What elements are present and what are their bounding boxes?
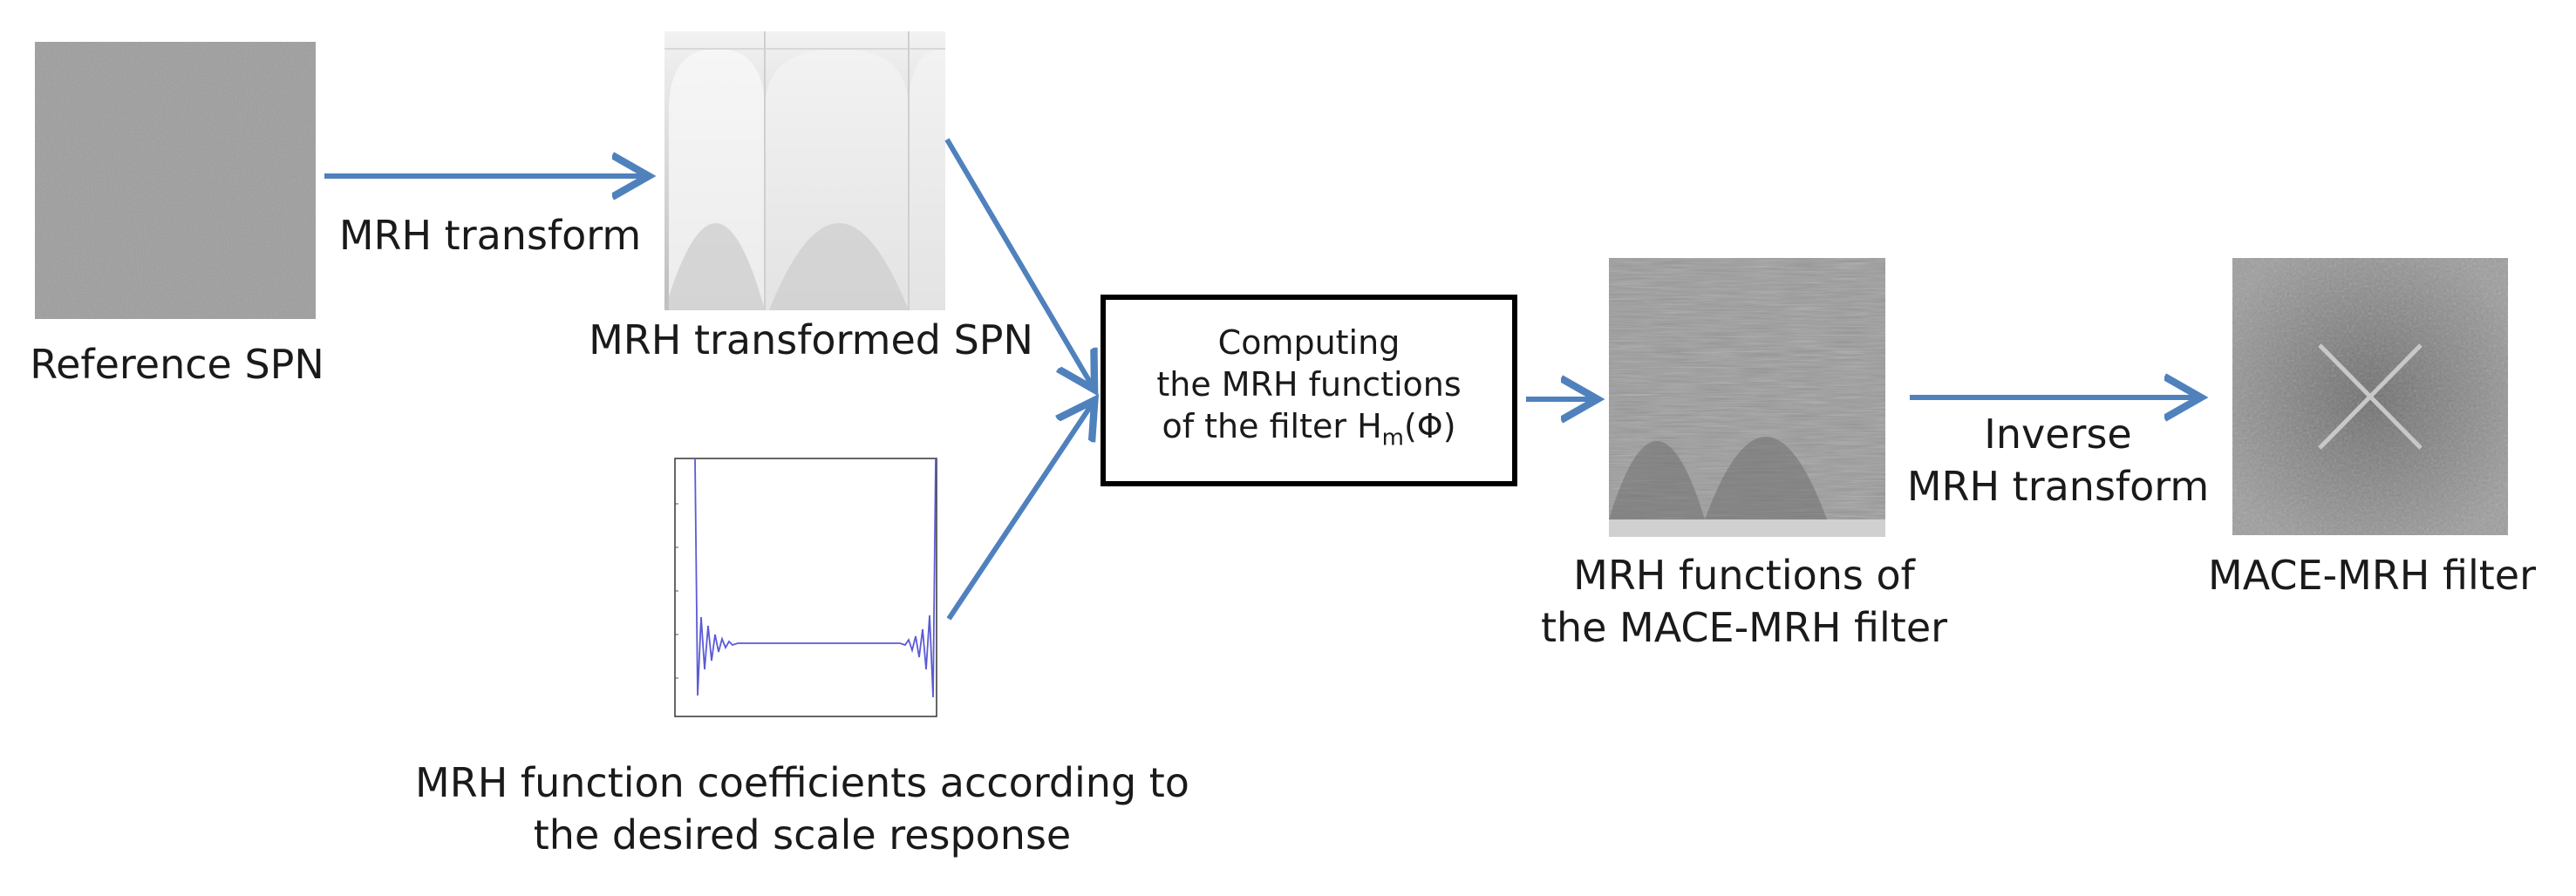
mrh-transformed-spn-image [664,31,945,310]
mrh-functions-label-line1: MRH functions of [1573,552,1915,599]
mrh-functions-label-line2: the MACE-MRH filter [1540,604,1948,651]
mrh-functions-image [1609,258,1885,537]
reference-spn-label: Reference SPN [30,341,324,388]
filter-phi: (Φ) [1403,407,1456,446]
coefficients-label-line1: MRH function coefficients according to [415,759,1189,806]
filter-text: of the filter H [1162,407,1382,446]
mrh-pattern [664,31,945,310]
inverse-transform-label-line2: MRH transform [1906,463,2210,510]
mrh-transformed-spn-label: MRH transformed SPN [589,316,1033,363]
computing-box-line1: Computing [1217,323,1400,363]
mace-mrh-filter-label: MACE-MRH filter [2208,552,2536,599]
mrh-functions-pattern [1609,258,1885,537]
mace-mrh-filter-image [2232,258,2508,535]
mrh-transform-label: MRH transform [338,212,642,259]
computing-box-line3: of the filter Hm(Φ) [1162,405,1455,459]
coefficients-label-line2: the desired scale response [533,811,1072,859]
mace-pattern [2232,258,2508,535]
arrow-coef-to-box [946,404,1092,621]
coefficients-line-plot [674,458,937,717]
coefficient-curve [694,458,937,698]
coefficients-plot [647,451,944,729]
filter-subscript: m [1381,424,1404,451]
computing-box: Computing the MRH functions of the filte… [1101,295,1517,486]
noise-texture [35,42,316,319]
reference-spn-image [35,42,316,319]
arrow-mrh-to-box [944,138,1092,385]
computing-box-line2: the MRH functions [1156,365,1462,404]
inverse-transform-label-line1: Inverse [1984,411,2132,458]
